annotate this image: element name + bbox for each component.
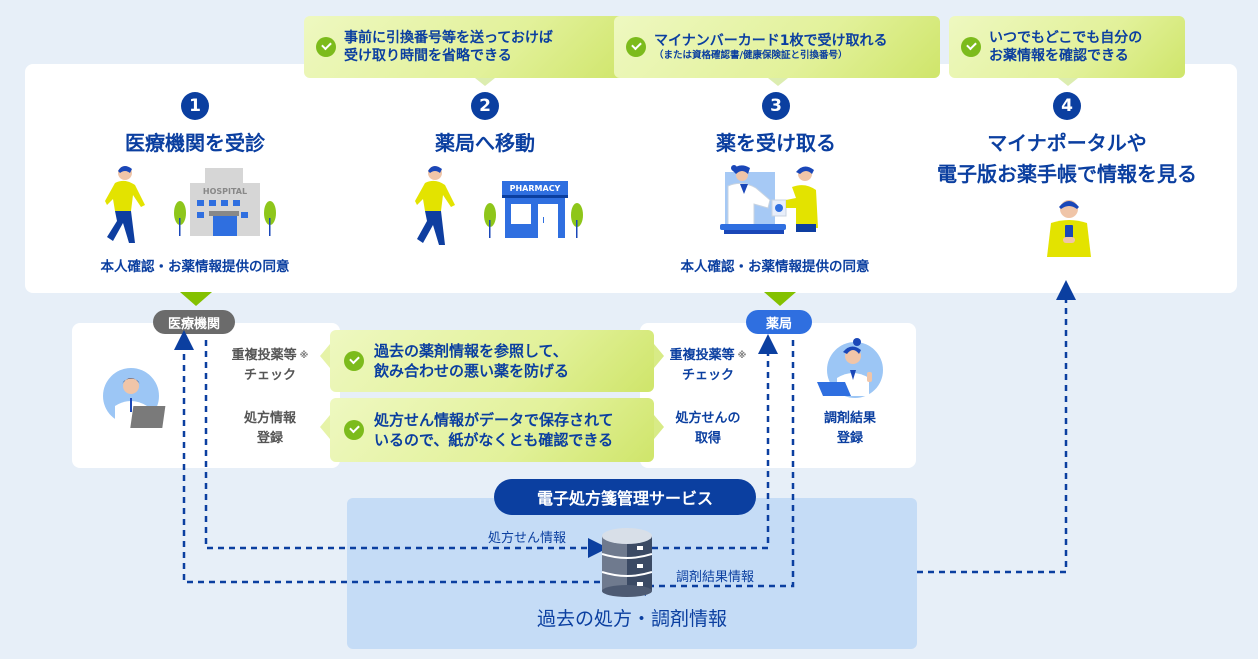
callout-interaction-check: 過去の薬剤情報を参照して、 飲み合わせの悪い薬を防げる — [330, 330, 654, 392]
step-title-3: 薬を受け取る — [716, 131, 836, 155]
callout-line: 処方せん情報がデータで保存されて — [374, 411, 614, 429]
walking-person-icon — [415, 165, 455, 245]
step-title-1: 医療機関を受診 — [125, 131, 265, 155]
step-title-4-line1: マイナポータルや — [987, 131, 1147, 155]
label-line: 調剤結果 — [823, 411, 876, 426]
callout-line: 受け取り時間を省略できる — [344, 48, 512, 64]
callout-line: お薬情報を確認できる — [989, 48, 1129, 64]
database-icon — [602, 528, 652, 597]
step-number-1: 1 — [181, 92, 209, 120]
label-line: 登録 — [256, 431, 283, 446]
walking-person-icon — [105, 165, 145, 243]
flow-clinic-to-db — [204, 340, 608, 558]
service-title-badge: 電子処方箋管理サービス — [494, 479, 756, 515]
pharmacy-duplicate-check-label: 重複投薬等※ チェック — [663, 346, 753, 386]
pharmacy-prescription-acquire-label: 処方せんの 取得 — [663, 409, 753, 449]
down-arrow-icon — [764, 292, 796, 306]
flow-db-to-portal — [917, 280, 1076, 574]
callout-pointer — [1058, 78, 1078, 86]
pharmacist-handover-illustration — [720, 165, 818, 234]
step-number-4: 4 — [1053, 92, 1081, 120]
pharmacy-sign — [502, 181, 568, 195]
label-line: 処方せんの — [675, 411, 741, 426]
hospital-illustration: HOSPITAL — [105, 165, 276, 243]
clinic-prescription-register-label: 処方情報 登録 — [222, 409, 318, 449]
label-line: 重複投薬等 — [231, 348, 297, 363]
callout-subline: （または資格確認書/健康保険証と引換番号） — [654, 50, 848, 61]
callout-skip-wait: 事前に引換番号等を送っておけば 受け取り時間を省略できる — [304, 16, 630, 78]
callout-notch — [320, 344, 330, 368]
callout-line: いつでもどこでも自分の — [989, 30, 1143, 46]
down-arrow-icon — [180, 292, 212, 306]
callout-line: いるので、紙がなくとも確認できる — [374, 431, 614, 449]
step-number-3: 3 — [762, 92, 790, 120]
check-circle-icon — [316, 37, 336, 57]
clinic-tag: 医療機関 — [153, 310, 235, 334]
flow-db-to-pharmacy — [630, 334, 778, 550]
tree-icon — [174, 201, 186, 236]
flow-pharmacy-to-db — [626, 340, 795, 596]
callout-pointer — [475, 78, 495, 86]
consent-label-3: 本人確認・お薬情報提供の同意 — [680, 259, 870, 275]
callout-line: 飲み合わせの悪い薬を防げる — [374, 362, 570, 380]
tree-icon — [484, 203, 496, 238]
callout-notch — [654, 344, 664, 368]
callout-mynumber-card: マイナンバーカード1枚で受け取れる （または資格確認書/健康保険証と引換番号） — [614, 16, 940, 78]
callout-paperless: 処方せん情報がデータで保存されて いるので、紙がなくとも確認できる — [330, 398, 654, 462]
callout-notch — [320, 415, 330, 439]
database-label: 過去の処方・調剤情報 — [536, 608, 727, 630]
flow-label-dispensing: 調剤結果情報 — [676, 570, 755, 585]
callout-line: 過去の薬剤情報を参照して、 — [374, 342, 568, 360]
label-line: 重複投薬等 — [669, 348, 735, 363]
doctor-icon — [103, 368, 166, 428]
label-line: 登録 — [836, 431, 863, 446]
flow-label-prescription: 処方せん情報 — [488, 531, 567, 546]
tree-icon — [571, 203, 583, 238]
step-title-4-line2: 電子版お薬手帳で情報を見る — [937, 162, 1197, 186]
label-line: 処方情報 — [243, 411, 296, 426]
callout-notch — [654, 415, 664, 439]
callout-pointer — [768, 78, 788, 86]
pharmacist-icon — [817, 338, 883, 398]
step-number-2: 2 — [471, 92, 499, 120]
pharmacy-sign-text: PHARMACY — [510, 184, 561, 193]
flow-db-to-clinic — [174, 330, 600, 584]
person-with-phone-icon — [1047, 200, 1091, 257]
check-circle-icon — [626, 37, 646, 57]
pharmacy-illustration: PHARMACY — [415, 165, 583, 245]
pharmacy-dispensing-register-label: 調剤結果 登録 — [800, 409, 900, 449]
label-line: 取得 — [694, 431, 721, 446]
clinic-duplicate-check-label: 重複投薬等※ チェック — [222, 346, 318, 386]
consent-label-1: 本人確認・お薬情報提供の同意 — [100, 259, 290, 275]
check-circle-icon — [961, 37, 981, 57]
hospital-sign: HOSPITAL — [203, 187, 247, 196]
check-circle-icon — [344, 351, 364, 371]
label-line: チェック — [243, 368, 296, 383]
label-line: チェック — [681, 368, 734, 383]
callout-line: 事前に引換番号等を送っておけば — [344, 30, 553, 46]
step-title-2: 薬局へ移動 — [435, 131, 535, 155]
callout-line: マイナンバーカード1枚で受け取れる — [654, 33, 888, 49]
pharmacy-tag: 薬局 — [746, 310, 812, 334]
check-circle-icon — [344, 420, 364, 440]
tree-icon — [264, 201, 276, 236]
callout-anytime: いつでもどこでも自分の お薬情報を確認できる — [949, 16, 1185, 78]
footnote-mark: ※ — [299, 351, 309, 361]
footnote-mark: ※ — [737, 351, 747, 361]
